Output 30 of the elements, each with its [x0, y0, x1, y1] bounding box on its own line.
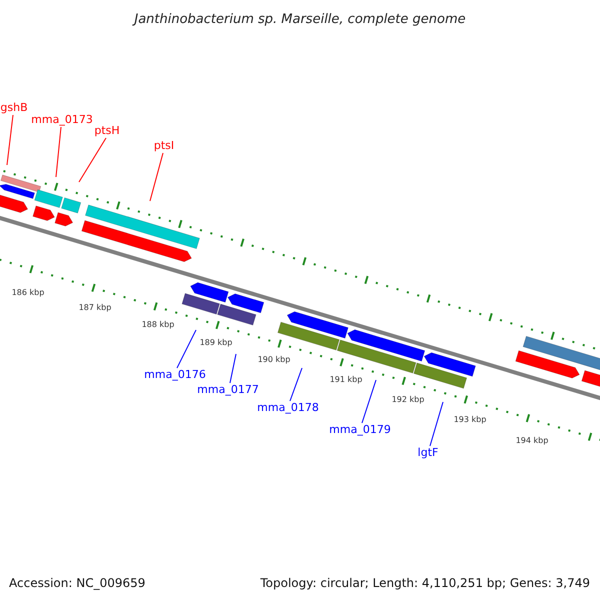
leader-line: [6, 114, 14, 166]
tick-label: 191 kbp: [330, 375, 362, 385]
accession-text: Accession: NC_009659: [9, 575, 146, 592]
genome-info-text: Topology: circular; Length: 4,110,251 bp; Genes: 3,749: [260, 575, 590, 592]
tick-label: 187 kbp: [78, 303, 112, 313]
leader-line: [150, 152, 164, 202]
tick-label: 190 kbp: [258, 355, 290, 365]
gene-label: mma_0173: [31, 113, 93, 127]
tick-label: 194 kbp: [516, 436, 548, 446]
tick-label: 192 kbp: [392, 395, 424, 405]
gene-label: ptsI: [154, 139, 174, 153]
leader-line: [56, 126, 62, 178]
leader-line: [78, 138, 106, 182]
gene-label: mma_0179: [329, 423, 391, 437]
gene-label: gshB: [0, 101, 28, 115]
tick-label: 189 kbp: [200, 338, 232, 348]
leader-line: [290, 368, 302, 402]
tick-label: 193 kbp: [454, 415, 486, 425]
leader-line: [362, 380, 376, 424]
gene-label: mma_0177: [197, 383, 259, 397]
tick-label: 186 kbp: [12, 288, 44, 298]
gene-label: mma_0176: [144, 368, 206, 382]
leader-line: [176, 330, 196, 368]
gene-label: lgtF: [418, 446, 438, 460]
gene-label: mma_0178: [257, 401, 319, 415]
leader-line: [230, 354, 236, 384]
leader-line: [430, 402, 444, 446]
tick-label: 188 kbp: [142, 320, 174, 330]
gene-label: ptsH: [94, 124, 120, 138]
title: Janthinobacterium sp. Marseille, complete genome: [131, 11, 467, 29]
